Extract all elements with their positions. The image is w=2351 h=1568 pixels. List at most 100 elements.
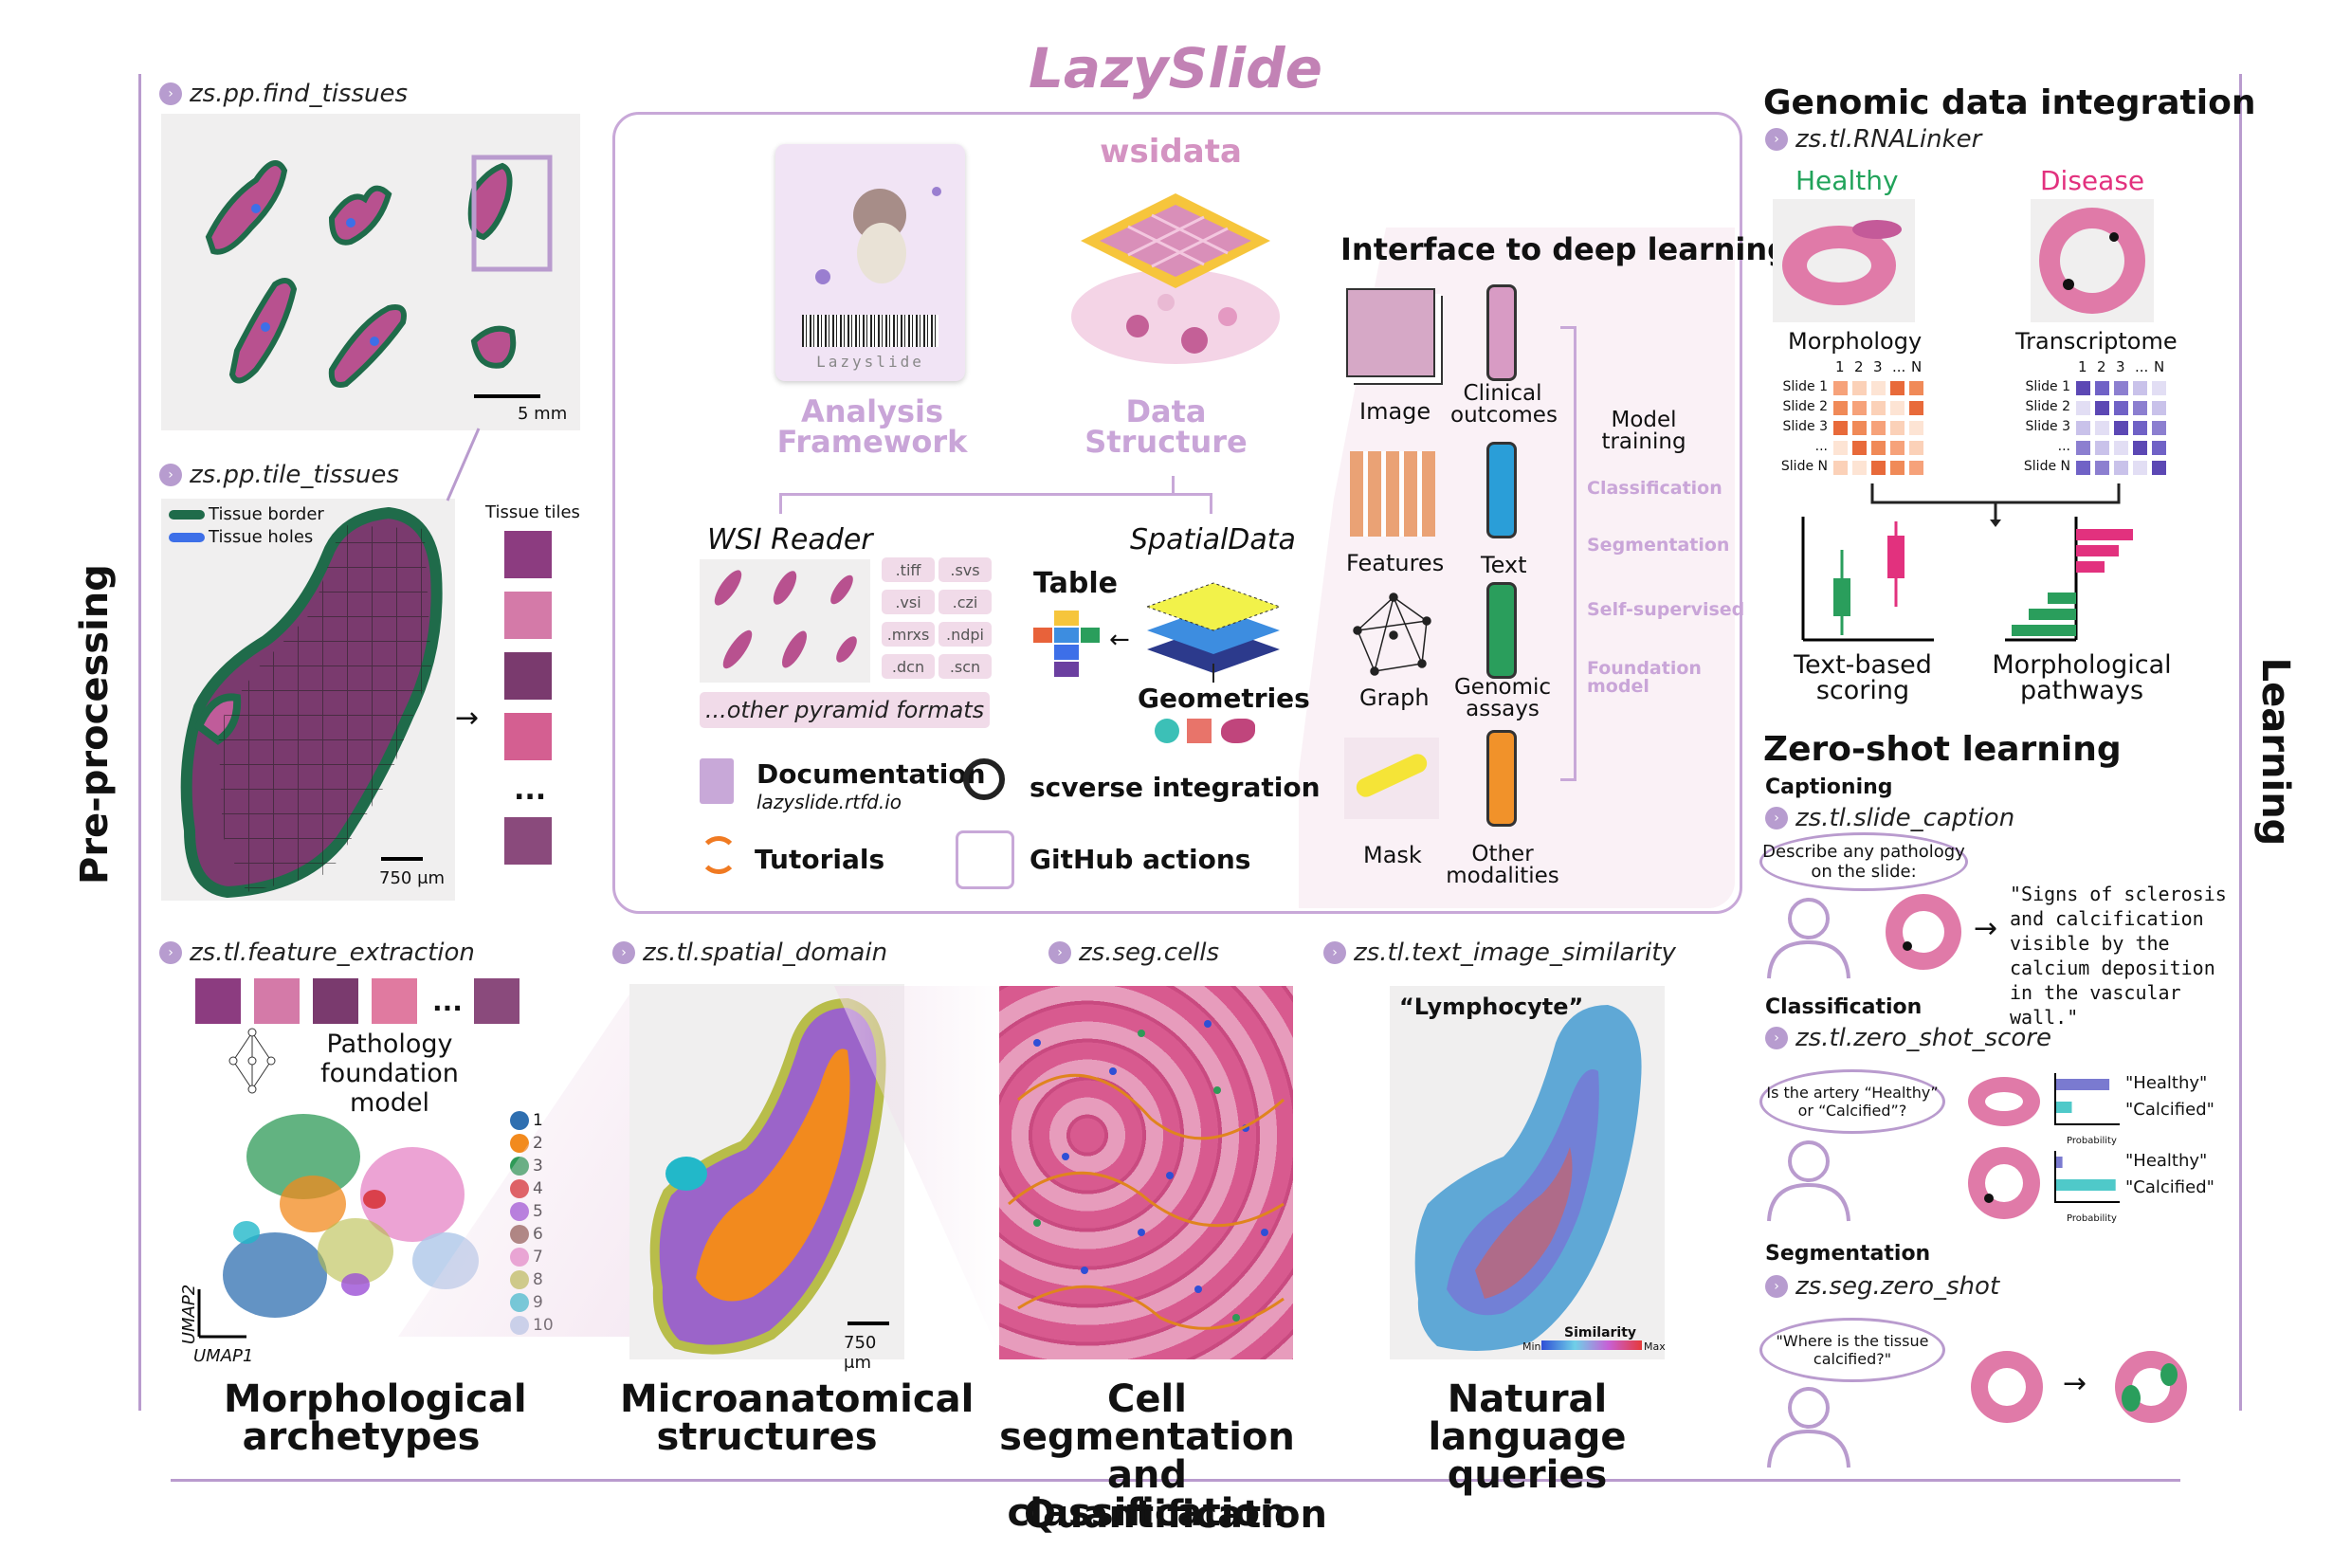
feature-tile [474,978,519,1024]
feature-tile [372,978,417,1024]
heatmap-col-label: N [2154,358,2165,375]
user-icon [1767,1140,1850,1222]
format-scn: .scn [939,654,992,679]
heatmap-col-label: ... [2135,358,2149,375]
caption-arrow: → [1974,912,1998,945]
dl-other-label: Other modalities [1446,842,1559,888]
transcriptome-label: Transcriptome [2015,328,2178,355]
main-title: LazySlide [1028,36,1323,100]
heatmap-cell [1852,461,1867,475]
umap-x-label: UMAP1 [193,1346,254,1366]
tiles-arrow: → [455,702,480,735]
prob-label-bottom: Probability [2067,1213,2117,1224]
heatmap-col-label: 1 [2078,358,2087,375]
heatmap-cell [2114,401,2128,415]
classification-label: Classification [1765,995,1923,1019]
heatmap-cell [2114,441,2128,455]
scale-bar-3-label: 750 μm [844,1333,877,1373]
heatmap-cell [1871,421,1886,435]
terminal-icon: › [1048,941,1071,964]
heatmap-cell [1871,381,1886,395]
table-label: Table [1033,567,1118,600]
heatmap-row-label: Slide 3 [1782,419,1828,434]
disease-slide [2031,199,2154,322]
heatmap-cell [2076,381,2090,395]
table-arrow: ← [1109,626,1130,654]
barcode [802,315,939,347]
heatmap-row-label: Slide 1 [2025,379,2070,394]
table-icon [1033,611,1100,677]
scale-bar-3 [847,1322,889,1325]
genomic-bar [1486,582,1517,679]
disease-label: Disease [2040,165,2145,196]
heatmap-cell [2114,421,2128,435]
user-icon [1767,1387,1850,1468]
probability-bar [2056,1179,2116,1191]
similarity-min: Min [1522,1340,1541,1353]
seg-slide-input [1966,1346,2048,1428]
text-image-similarity-code: ›zs.tl.text_image_similarity [1323,939,1676,967]
caption-prompt-bubble: Describe any pathology on the slide: [1759,832,1968,891]
heatmap-cell [1909,441,1923,455]
heatmap-cell [1833,381,1848,395]
heatmap-cell [1871,401,1886,415]
feature-extraction-code: ›zs.tl.feature_extraction [159,939,475,967]
heatmap-cell [1890,441,1904,455]
format-mrxs: .mrxs [882,622,935,647]
documentation-icon [700,758,734,804]
heatmap-cell [2114,381,2128,395]
learning-label: Learning [2253,657,2297,847]
heatmap-cell [2095,381,2109,395]
tile-thumb [504,531,552,578]
task-self-supervised: Self-supervised [1587,599,1745,620]
cell-segmentation-panel [999,986,1293,1359]
analysis-framework-label: Analysis Framework [776,393,968,460]
github-actions-icon [956,830,1014,889]
heatmap-cell [1890,401,1904,415]
tiles-ellipsis: ... [514,774,547,807]
class-prompt-bubble: Is the artery “Healthy” or “Calcified”? [1759,1069,1945,1134]
tile-thumb [504,652,552,700]
lymphocyte-query: “Lymphocyte” [1399,994,1584,1020]
heatmap-col-label: 2 [1854,358,1864,375]
heatmap-cell [2133,441,2147,455]
dl-clinical-label: Clinical outcomes [1450,381,1558,428]
caption-output: "Signs of sclerosis and calcification vi… [2010,883,2227,1029]
heatmap-col-label: 2 [2097,358,2106,375]
wsi-thumbs [700,559,870,683]
deep-learning-title: Interface to deep learning [1340,231,1790,267]
text-bar [1486,442,1517,538]
feature-ellipsis: ... [432,986,463,1017]
heatmap-cell [1852,381,1867,395]
format-vsi: .vsi [882,590,935,614]
heatmap-row-label: Slide 2 [1782,399,1828,414]
spatial-layers-icon [1145,582,1282,683]
format-dcn: .dcn [882,654,935,679]
heatmap-cell [1852,401,1867,415]
prob-axis [2054,1073,2120,1125]
zero-shot-title: Zero-shot learning [1763,730,2122,769]
heatmap-cell [1909,461,1923,475]
heatmap-cell [1871,461,1886,475]
seg-slide-output [2110,1346,2192,1428]
terminal-icon: › [159,82,182,105]
text-scoring-label: Text-based scoring [1794,650,1932,705]
documentation-url[interactable]: lazyslide.rtfd.io [756,791,902,813]
bracket-l [779,493,782,514]
geo-blob [1221,719,1255,743]
dl-graph-label: Graph [1359,684,1430,711]
feature-tile [254,978,300,1024]
heatmap-cell [1833,421,1848,435]
caption-slide [1881,889,1966,975]
probability-bars-top [2054,1073,2120,1125]
format-tiff: .tiff [882,557,935,582]
bracket-r [1210,493,1212,514]
legend-border-label: Tissue border [209,504,324,524]
geo-circle [1155,719,1179,743]
dl-genomic-label: Genomic assays [1453,675,1552,721]
heatmap-cell [1909,381,1923,395]
tissue-shapes [205,155,553,398]
heatmap-cell [2095,461,2109,475]
features-grid-icon [1350,451,1435,537]
